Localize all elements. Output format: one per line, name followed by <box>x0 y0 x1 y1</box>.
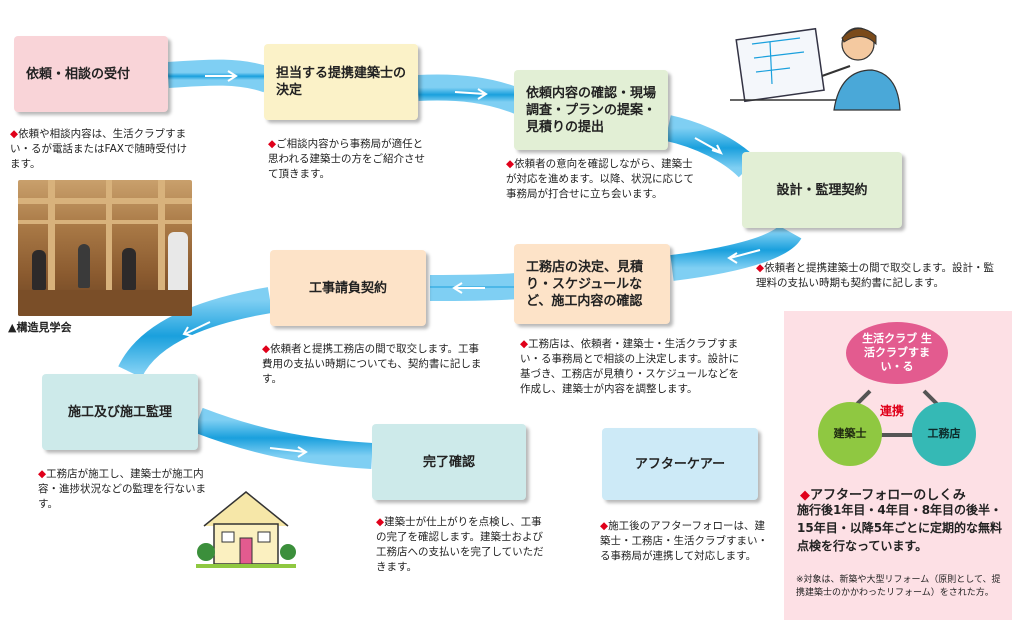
step-6-note: ◆依頼者と提携工務店の間で取交します。工事費用の支払い時期についても、契約書に記… <box>262 343 482 385</box>
step-2-note: ◆ご相談内容から事務局が適任と思われる建築士の方をご紹介させて頂きます。 <box>268 138 425 180</box>
circle-architect: 建築士 <box>818 402 882 466</box>
step-7-note: ◆工務店が施工し、建築士が施工内容・進捗状況などの監理を行ないます。 <box>38 468 206 510</box>
aftercare-footnote: ※対象は、新築や大型リフォーム（原則として、提携建築士のかかわったリフォーム）を… <box>796 575 1001 598</box>
step-1-title: 依頼・相談の受付 <box>26 66 131 82</box>
marker-icon: ◆ <box>268 138 277 150</box>
marker-icon: ◆ <box>756 262 765 274</box>
aftercare-title: ◆アフターフォローのしくみ <box>800 488 966 503</box>
marker-icon: ◆ <box>10 128 19 140</box>
step-3-title: 依頼内容の確認・現場調査・プランの提案・見積りの提出 <box>526 85 657 135</box>
path-arrows <box>182 70 761 468</box>
circle-contractor: 工務店 <box>912 402 976 466</box>
step-9-note: ◆施工後のアフターフォローは、建築士・工務店・生活クラブすまい・る事務局が連携し… <box>600 520 768 562</box>
step-4-box: 設計・監理契約 <box>742 152 902 228</box>
marker-icon: ◆ <box>600 520 609 532</box>
step-6-title: 工事請負契約 <box>308 280 387 296</box>
step-3-box: 依頼内容の確認・現場調査・プランの提案・見積りの提出 <box>514 70 668 150</box>
step-9-title: アフターケアー <box>634 456 726 472</box>
marker-icon: ◆ <box>520 338 529 350</box>
step-6-box: 工事請負契約 <box>270 250 426 326</box>
architect-illustration <box>730 27 901 111</box>
circle-seikatsu-club: 生活クラブ 生活クラブすまい・る <box>846 322 948 384</box>
marker-icon: ◆ <box>262 343 271 355</box>
construction-site-photo <box>18 180 192 316</box>
step-8-note: ◆建築士が仕上がりを点検し、工事の完了を確認します。建築士および工務店への支払い… <box>376 516 544 573</box>
step-3-note: ◆依頼者の意向を確認しながら、建築士が対応を進めます。以降、状況に応じて事務局が… <box>506 158 694 200</box>
marker-icon: ◆ <box>376 516 385 528</box>
marker-icon: ◆ <box>506 158 515 170</box>
aftercare-description: 施行後1年目・4年目・8年目の後半・15年目・以降5年ごとに定期的な無料点検を行… <box>797 503 1003 553</box>
step-1-note: ◆依頼や相談内容は、生活クラブすまい・るが電話またはFAXで随時受付けます。 <box>10 128 187 170</box>
cooperation-label: 連携 <box>880 404 905 418</box>
step-5-note: ◆工務店は、依頼者・建築士・生活クラブすまい・る事務局とで相談の上決定します。設… <box>520 338 740 395</box>
step-1-box: 依頼・相談の受付 <box>14 36 168 112</box>
step-5-box: 工務店の決定、見積り・スケジュールなど、施工内容の確認 <box>514 244 670 324</box>
photo-caption: ▲構造見学会 <box>8 321 72 334</box>
step-7-box: 施工及び施工監理 <box>42 374 198 450</box>
step-2-title: 担当する提携建築士の決定 <box>276 66 407 98</box>
step-2-box: 担当する提携建築士の決定 <box>264 44 418 120</box>
step-9-box: アフターケアー <box>602 428 758 500</box>
marker-icon: ◆ <box>38 468 47 480</box>
step-7-title: 施工及び施工監理 <box>67 404 172 420</box>
house-illustration <box>196 491 296 568</box>
step-8-box: 完了確認 <box>372 424 526 500</box>
step-8-title: 完了確認 <box>422 454 475 470</box>
step-4-title: 設計・監理契約 <box>776 182 868 198</box>
step-5-title: 工務店の決定、見積り・スケジュールなど、施工内容の確認 <box>526 259 644 309</box>
marker-icon: ◆ <box>800 488 810 503</box>
step-4-note: ◆依頼者と提携建築士の間で取交します。設計・監理料の支払い時期も契約書に記します… <box>756 262 995 289</box>
